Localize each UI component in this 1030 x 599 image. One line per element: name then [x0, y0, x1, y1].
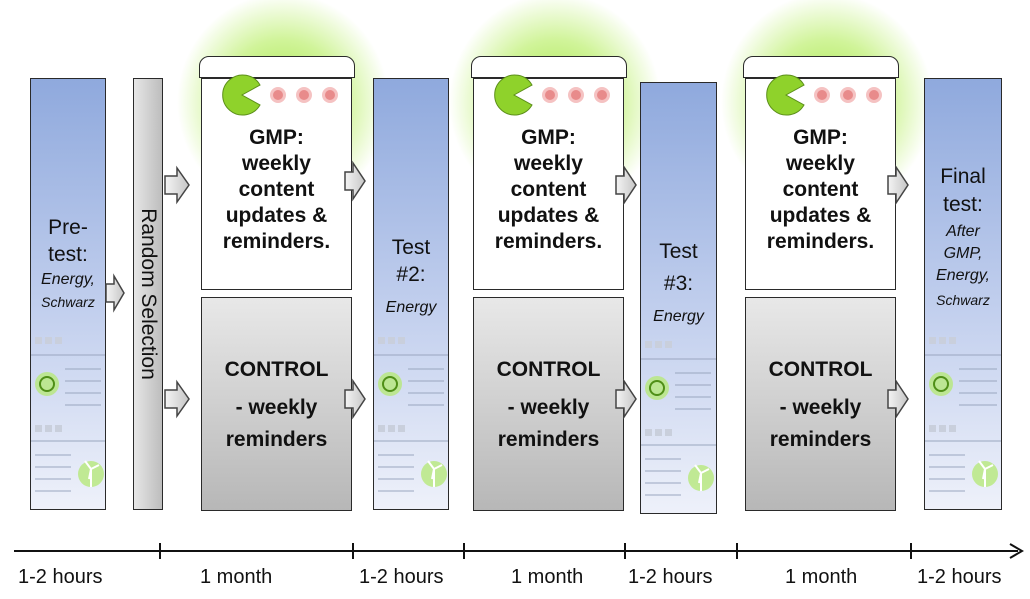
gmp-title: GMP: — [521, 126, 576, 149]
timeline-label-6: 1 month — [785, 566, 858, 588]
test3-line2: #3: — [663, 272, 694, 295]
recycle-icon — [929, 372, 953, 396]
final-line2: test: — [943, 193, 983, 216]
gmp-line4: updates & — [769, 204, 872, 227]
timeline-label-2: 1 month — [200, 566, 273, 588]
pacman-icon — [222, 74, 261, 116]
final-test-column: Final test: After GMP, Energy, Schwarz — [924, 78, 1002, 510]
wind-turbine-icon — [972, 460, 998, 487]
recycle-icon — [35, 372, 59, 396]
gmp-line5: reminders. — [222, 230, 331, 253]
energy-dot-icon — [866, 87, 882, 103]
gmp-line2: weekly — [242, 152, 311, 175]
arrow-right-icon — [344, 160, 366, 202]
gmp-header-1 — [199, 56, 355, 78]
gmp-line3: content — [782, 178, 859, 201]
pretest-line2: test: — [48, 243, 88, 266]
arrow-right-icon — [344, 378, 366, 420]
timeline-axis — [14, 543, 1024, 559]
energy-dot-icon — [814, 87, 830, 103]
gmp-header-2 — [471, 56, 627, 78]
final-line5: Energy, — [936, 267, 990, 284]
energy-dot-icon — [270, 87, 286, 103]
test3-doc-art — [641, 341, 716, 496]
pacman-game-art — [494, 74, 610, 116]
gmp-box-1: GMP: weekly content updates & reminders. — [201, 74, 352, 290]
test2-line1: Test — [391, 236, 431, 259]
gmp-line5: reminders. — [766, 230, 875, 253]
gmp-line4: updates & — [497, 204, 600, 227]
control-line2: - weekly — [507, 396, 590, 419]
gmp-box-3: GMP: weekly content updates & reminders. — [745, 74, 896, 290]
energy-dot-icon — [840, 87, 856, 103]
wind-turbine-icon — [688, 464, 714, 491]
timeline-label-7: 1-2 hours — [917, 566, 1002, 588]
control-box-3: CONTROL - weekly reminders — [745, 297, 896, 511]
timeline-label-4: 1 month — [511, 566, 584, 588]
gmp-line5: reminders. — [494, 230, 603, 253]
gmp-line2: weekly — [514, 152, 583, 175]
pacman-icon — [766, 74, 805, 116]
arrow-right-icon — [164, 165, 190, 205]
control-line2: - weekly — [235, 396, 318, 419]
test3-line3: Energy — [653, 308, 704, 325]
wind-turbine-icon — [78, 460, 104, 487]
final-line3: After — [946, 223, 980, 240]
arrow-right-icon — [164, 379, 190, 419]
control-box-2: CONTROL - weekly reminders — [473, 297, 624, 511]
gmp-line2: weekly — [786, 152, 855, 175]
energy-dot-icon — [542, 87, 558, 103]
timeline-label-5: 1-2 hours — [628, 566, 713, 588]
final-line6: Schwarz — [936, 292, 990, 308]
test2-doc-art — [374, 337, 448, 492]
arrow-right-icon — [105, 273, 125, 313]
control-line3: reminders — [497, 428, 600, 451]
test3-line1: Test — [659, 240, 698, 263]
control-line3: reminders — [769, 428, 872, 451]
test2-column: Test #2: Energy — [373, 78, 449, 510]
test2-line3: Energy — [385, 299, 437, 316]
gmp-title: GMP: — [249, 126, 304, 149]
arrow-right-icon — [615, 164, 637, 206]
control-title: CONTROL — [224, 358, 329, 381]
energy-dot-icon — [296, 87, 312, 103]
timeline-label-3: 1-2 hours — [359, 566, 444, 588]
control-title: CONTROL — [496, 358, 601, 381]
arrow-right-icon — [887, 378, 909, 420]
final-doc-art — [925, 337, 1001, 492]
gmp-line4: updates & — [225, 204, 328, 227]
arrow-right-icon — [887, 164, 909, 206]
timeline-label-1: 1-2 hours — [18, 566, 103, 588]
pretest-column: Pre- test: Energy, Schwarz — [30, 78, 106, 510]
control-line2: - weekly — [779, 396, 862, 419]
pretest-doc-art — [31, 337, 105, 492]
control-line3: reminders — [225, 428, 328, 451]
wind-turbine-icon — [421, 460, 447, 487]
recycle-icon — [378, 372, 402, 396]
pretest-line4: Schwarz — [41, 294, 95, 310]
energy-dot-icon — [322, 87, 338, 103]
arrow-right-icon — [615, 378, 637, 420]
timeline-arrowhead-icon — [1009, 543, 1024, 559]
control-title: CONTROL — [768, 358, 873, 381]
gmp-title: GMP: — [793, 126, 848, 149]
final-line1: Final — [940, 165, 986, 188]
pacman-game-art — [222, 74, 338, 116]
gmp-header-3 — [743, 56, 899, 78]
random-selection-column: Random Selection — [133, 78, 163, 510]
test2-line2: #2: — [396, 263, 426, 286]
pretest-line1: Pre- — [48, 216, 88, 239]
recycle-icon — [645, 376, 669, 400]
pretest-line3: Energy, — [41, 271, 95, 288]
pacman-game-art — [766, 74, 882, 116]
pacman-icon — [494, 74, 533, 116]
gmp-line3: content — [238, 178, 315, 201]
test3-column: Test #3: Energy — [640, 82, 717, 514]
gmp-line3: content — [510, 178, 587, 201]
energy-dot-icon — [568, 87, 584, 103]
energy-dot-icon — [594, 87, 610, 103]
final-line4: GMP, — [943, 245, 983, 262]
